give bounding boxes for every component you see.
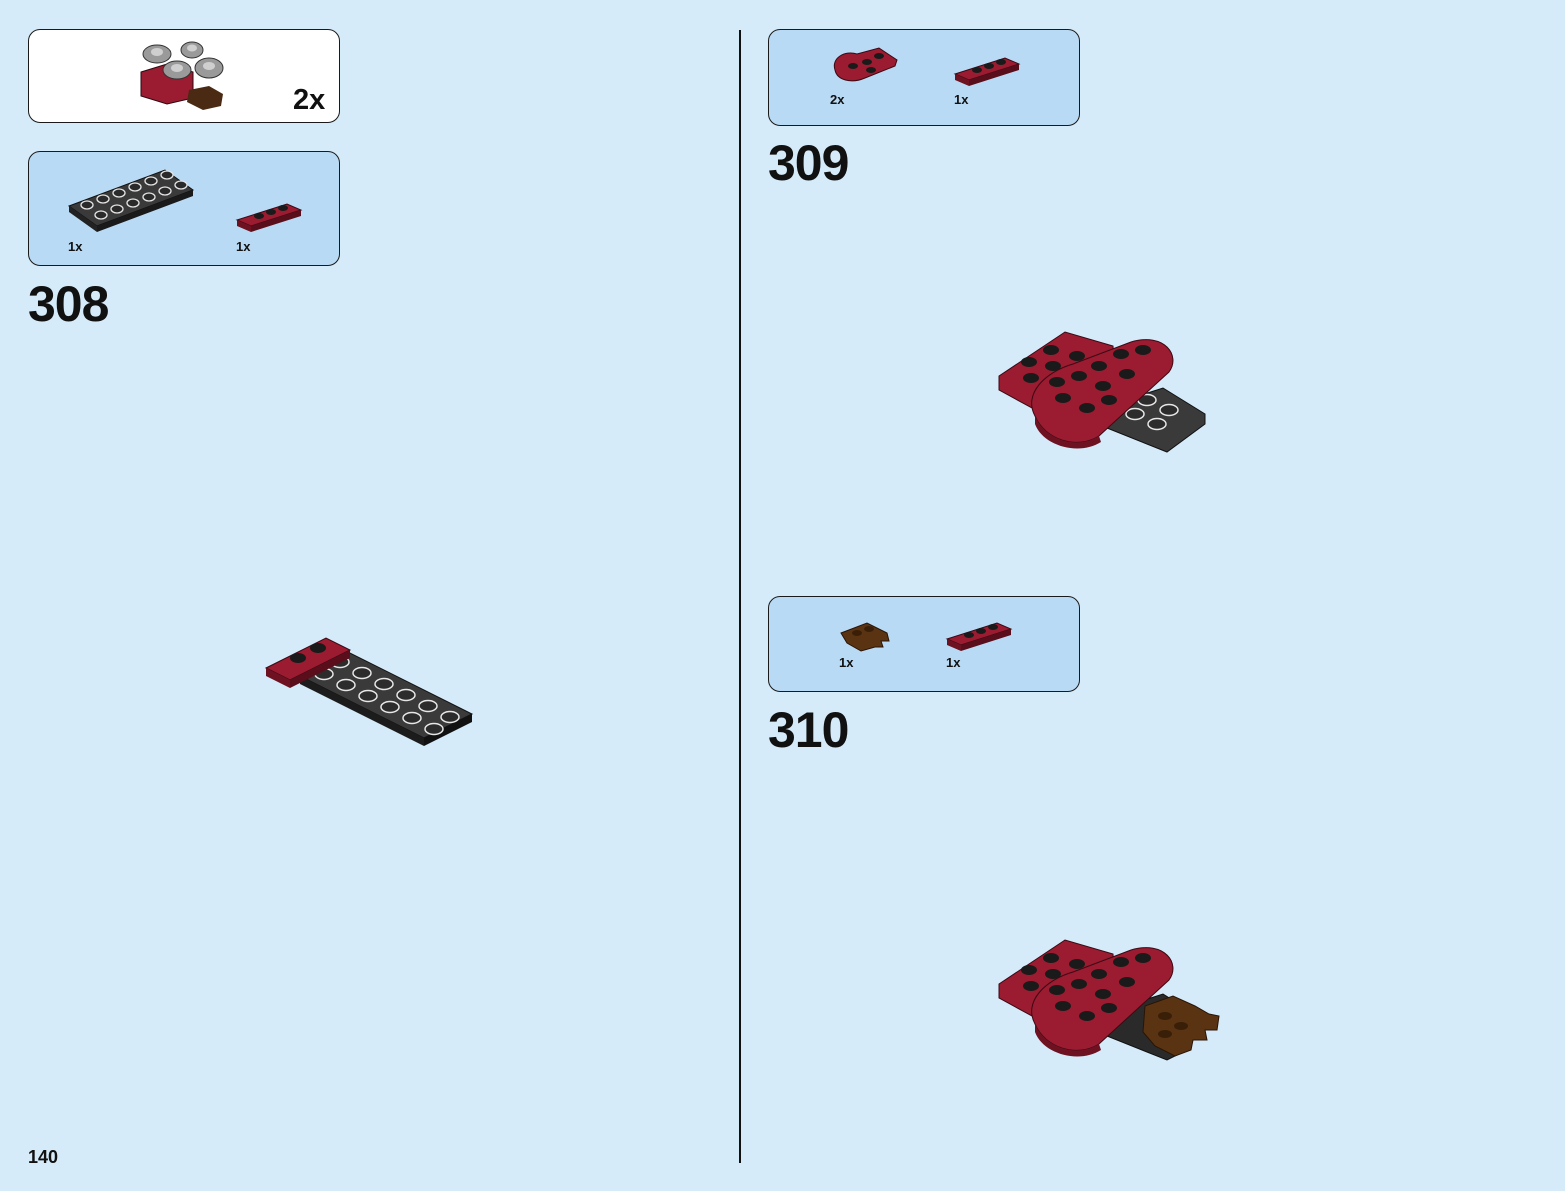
step-number: 308: [28, 276, 109, 332]
part-quantity: 1x: [68, 239, 83, 254]
dark-red-plate-1x3-icon: [953, 57, 1021, 86]
step-308-parts-callout: 1x 1x: [28, 151, 340, 266]
part-quantity: 1x: [954, 92, 969, 107]
page-number: 140: [28, 1147, 59, 1167]
step-309-build-icon: [998, 331, 1206, 453]
step-309-parts-callout: 2x 1x: [768, 29, 1080, 126]
part-quantity: 1x: [839, 655, 854, 670]
step-310-parts-callout: 1x 1x: [768, 596, 1080, 692]
step-310-build-icon: [998, 939, 1220, 1061]
dark-red-plate-1x3-icon: [235, 203, 303, 232]
part-quantity: 1x: [946, 655, 961, 670]
subassembly-quantity: 2x: [293, 84, 326, 116]
part-quantity: 2x: [830, 92, 845, 107]
dark-red-rounded-plate-icon: [833, 47, 898, 82]
step-308-build-icon: [264, 637, 474, 746]
gear-mechanism-submodel-icon: [140, 41, 224, 110]
step-number: 310: [768, 702, 849, 758]
dark-red-plate-1x3-icon: [945, 622, 1013, 651]
brown-clip-plate-icon: [840, 622, 890, 652]
part-quantity: 1x: [236, 239, 251, 254]
page-divider: [739, 30, 741, 1163]
dark-gray-plate-2x6-icon: [67, 169, 195, 232]
step-number: 309: [768, 135, 849, 191]
subassembly-callout: 2x: [28, 29, 340, 123]
